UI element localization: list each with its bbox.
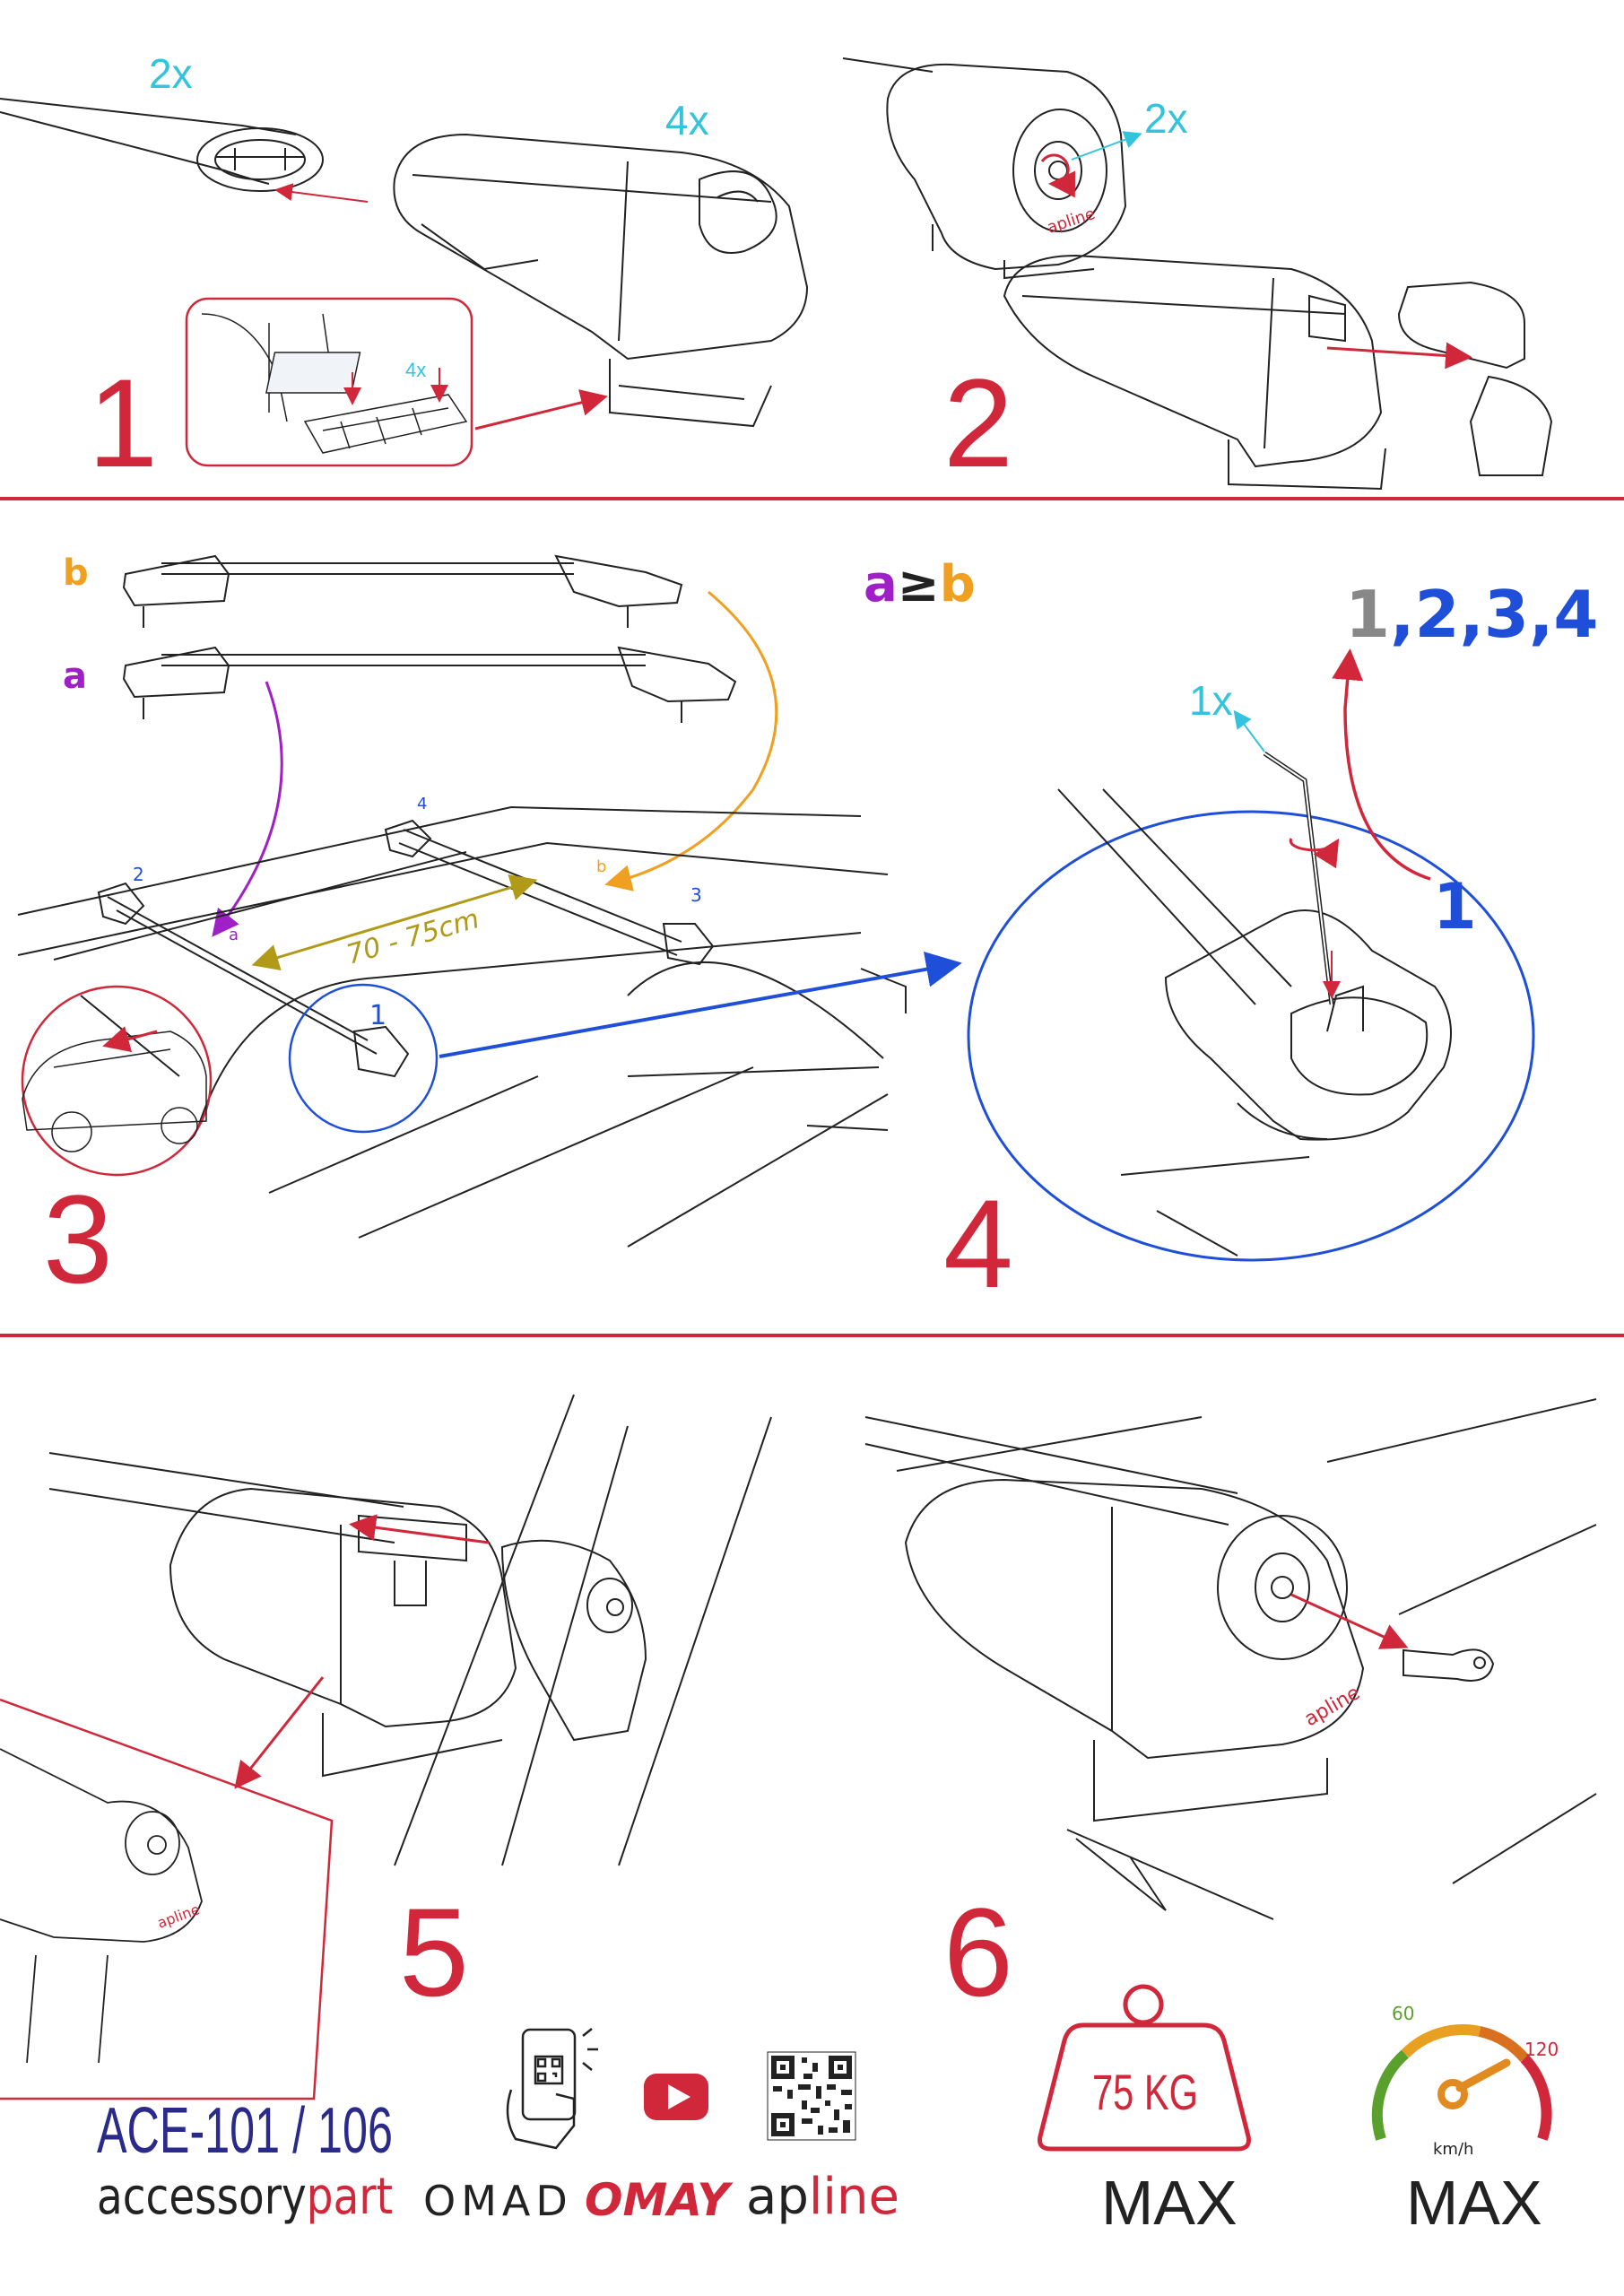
arrow-to-bar-a — [212, 681, 283, 937]
brand-accessorypart: accessorypart — [97, 2168, 393, 2226]
step-3 — [17, 554, 962, 1248]
first-foot-label: 1 — [1433, 870, 1477, 944]
qr-code-icon — [767, 2051, 856, 2141]
car-roof — [17, 805, 907, 1248]
brand-mark-step-5: apline — [155, 1900, 202, 1932]
qty-bar-label: 2x — [149, 50, 193, 97]
foot-with-lock — [842, 57, 1127, 280]
condition-label: a≥b — [864, 555, 976, 613]
brand-omad: OMAD — [423, 2177, 573, 2225]
distance-arrow — [251, 874, 538, 971]
qty-lock-label: 2x — [1144, 95, 1188, 142]
speed-unit-label: km/h — [1433, 2140, 1473, 2159]
qty-key-label: 1x — [1189, 677, 1233, 724]
load-caption: MAX — [1101, 2168, 1238, 2238]
step-6-number: 6 — [943, 1882, 1013, 2022]
rubber-pad-detail — [201, 313, 468, 454]
foot-opened — [1003, 254, 1553, 491]
step-4 — [967, 648, 1535, 1262]
zoom-detail-frame — [967, 810, 1535, 1262]
bar-set-a — [122, 646, 737, 723]
step-1-number: 1 — [88, 352, 158, 493]
foot-unit — [393, 133, 809, 428]
key — [1403, 1648, 1495, 1682]
key-remove-arrow — [1290, 1593, 1409, 1649]
condition-a: a — [864, 555, 898, 613]
distance-label: 70 - 75cm — [343, 903, 483, 971]
car-inset-frame — [21, 985, 213, 1177]
youtube-icon — [644, 2074, 708, 2120]
bar-mark-b: b — [596, 857, 606, 876]
foot-close-up — [48, 1394, 772, 1866]
hex-key-inner — [1264, 752, 1333, 1005]
tighten-order-rest: ,2,3,4 — [1390, 577, 1598, 652]
speed-high-label: 120 — [1524, 2039, 1559, 2060]
roof-bars-installed — [97, 819, 715, 1078]
locked-foot-inset — [0, 1748, 203, 2064]
speedometer-icon — [1371, 2024, 1552, 2141]
step-6 — [864, 1398, 1597, 1920]
label-b: b — [63, 552, 89, 594]
pad-inset-frame — [185, 297, 473, 467]
inset-pointer-5 — [234, 1676, 325, 1789]
foot-label-4: 4 — [417, 795, 427, 813]
foot-label-2: 2 — [133, 864, 144, 885]
tighten-order-first: 1 — [1345, 577, 1390, 652]
speed-low-label: 60 — [1392, 2003, 1414, 2024]
foot-label-3: 3 — [690, 884, 702, 906]
step-5-number: 5 — [399, 1882, 469, 2022]
weight-icon — [1038, 1984, 1251, 2152]
brand-accessory: accessory — [97, 2168, 307, 2226]
step-3-number: 3 — [43, 1169, 113, 1309]
brand-mark-step-2: apline — [1045, 204, 1098, 238]
step-2 — [842, 57, 1553, 491]
tighten-order-label: 1,2,3,4 — [1345, 577, 1598, 652]
arrow-to-bar-b — [604, 590, 778, 891]
step-5 — [0, 1394, 772, 2100]
zoomed-foot — [1057, 788, 1452, 1257]
speed-caption: MAX — [1406, 2168, 1542, 2238]
lock-arrow — [1071, 131, 1142, 161]
brand-ap: ap — [746, 2168, 809, 2226]
condition-sym: ≥ — [898, 555, 940, 613]
foot-1-highlight — [288, 983, 439, 1134]
locked-foot — [904, 1478, 1365, 1760]
condition-b: b — [940, 555, 976, 613]
crossbar-profile — [0, 98, 324, 192]
qty-pad-label: 4x — [405, 359, 426, 381]
label-a: a — [63, 656, 87, 697]
foot-label-1: 1 — [369, 1000, 386, 1031]
load-value: 75 KG — [1092, 2064, 1198, 2120]
brand-apline: apline — [746, 2168, 899, 2226]
step-1 — [0, 98, 809, 467]
zoom-arrow — [439, 951, 962, 1058]
brand-line: line — [809, 2168, 899, 2226]
step-4-number: 4 — [943, 1173, 1013, 1314]
push-in-arrow — [349, 1514, 490, 1544]
bar-mark-a: a — [229, 926, 239, 944]
slide-out-arrow — [1326, 342, 1472, 370]
car-inset-drawing — [22, 1031, 207, 1152]
model-number: ACE-101 / 106 — [97, 2095, 393, 2167]
insert-arrow — [274, 183, 369, 203]
phone-qr-scan-icon — [506, 2028, 598, 2150]
bar-set-b — [122, 554, 683, 628]
brand-part: part — [307, 2168, 393, 2226]
hex-key — [1263, 751, 1334, 1005]
brand-omay: OMAY — [585, 2174, 734, 2226]
inset-frame-5 — [0, 1698, 334, 2100]
step-2-number: 2 — [943, 352, 1013, 493]
qty-foot-label: 4x — [665, 97, 709, 144]
pad-to-foot-arrow — [474, 389, 608, 430]
tighten-order-arrow — [1332, 648, 1431, 881]
